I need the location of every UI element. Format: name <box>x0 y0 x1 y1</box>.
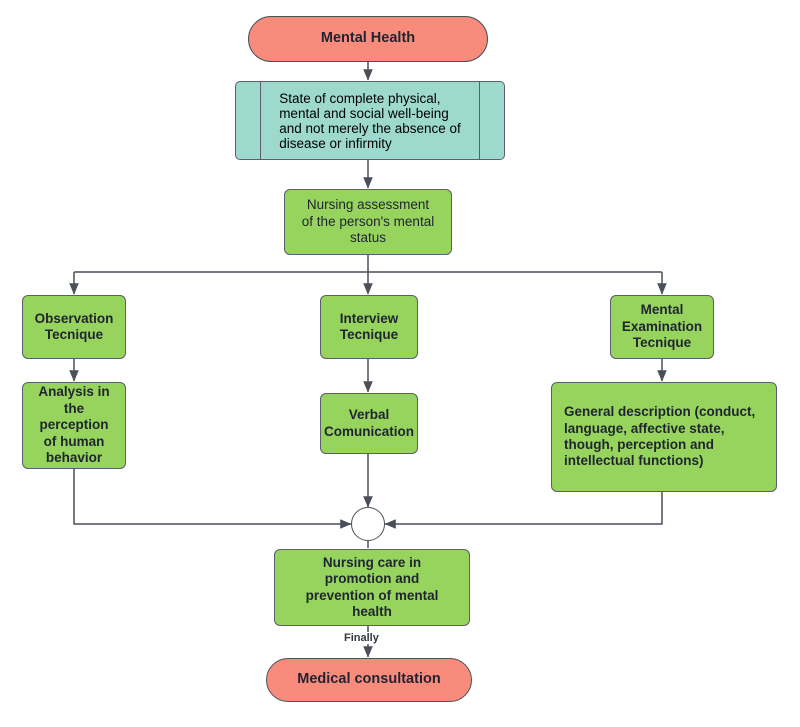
node-general-description-label: General description (conduct, language, … <box>564 404 756 469</box>
node-nursing-care[interactable]: Nursing care in promotion and prevention… <box>274 549 470 626</box>
edge-analysis-to-junction <box>73 469 352 529</box>
node-mental-health-start[interactable]: Mental Health <box>248 16 488 62</box>
node-verbal-communication-label: Verbal Comunication <box>324 407 414 439</box>
node-mental-health-start-label: Mental Health <box>320 30 416 47</box>
node-mental-examination-technique-label: Mental Examination Tecnique <box>621 302 703 351</box>
node-medical-consultation-end[interactable]: Medical consultation <box>266 658 472 702</box>
node-nursing-assessment[interactable]: Nursing assessment of the person's menta… <box>284 189 452 255</box>
edge-label-finally: Finally <box>341 632 382 644</box>
node-observation-technique-label: Observation Tecnique <box>34 310 114 342</box>
node-verbal-communication[interactable]: Verbal Comunication <box>320 393 418 454</box>
node-general-description[interactable]: General description (conduct, language, … <box>551 382 777 492</box>
node-interview-technique[interactable]: Interview Tecnique <box>320 295 418 359</box>
node-observation-technique[interactable]: Observation Tecnique <box>22 295 126 359</box>
node-nursing-assessment-label: Nursing assessment of the person's menta… <box>301 197 435 246</box>
node-interview-technique-label: Interview Tecnique <box>339 310 399 342</box>
node-definition-label: State of complete physical, mental and s… <box>279 90 461 151</box>
node-definition-subroutine[interactable]: State of complete physical, mental and s… <box>235 81 505 160</box>
edge-general-to-junction <box>384 492 663 529</box>
node-mental-examination-technique[interactable]: Mental Examination Tecnique <box>610 295 714 359</box>
node-medical-consultation-end-label: Medical consultation <box>297 671 441 688</box>
node-analysis-perception-label: Analysis in the perception of human beha… <box>38 384 110 466</box>
node-analysis-perception[interactable]: Analysis in the perception of human beha… <box>22 382 126 469</box>
node-definition-inner: State of complete physical, mental and s… <box>260 82 480 159</box>
summing-junction[interactable] <box>351 507 385 541</box>
node-nursing-care-label: Nursing care in promotion and prevention… <box>305 554 439 619</box>
